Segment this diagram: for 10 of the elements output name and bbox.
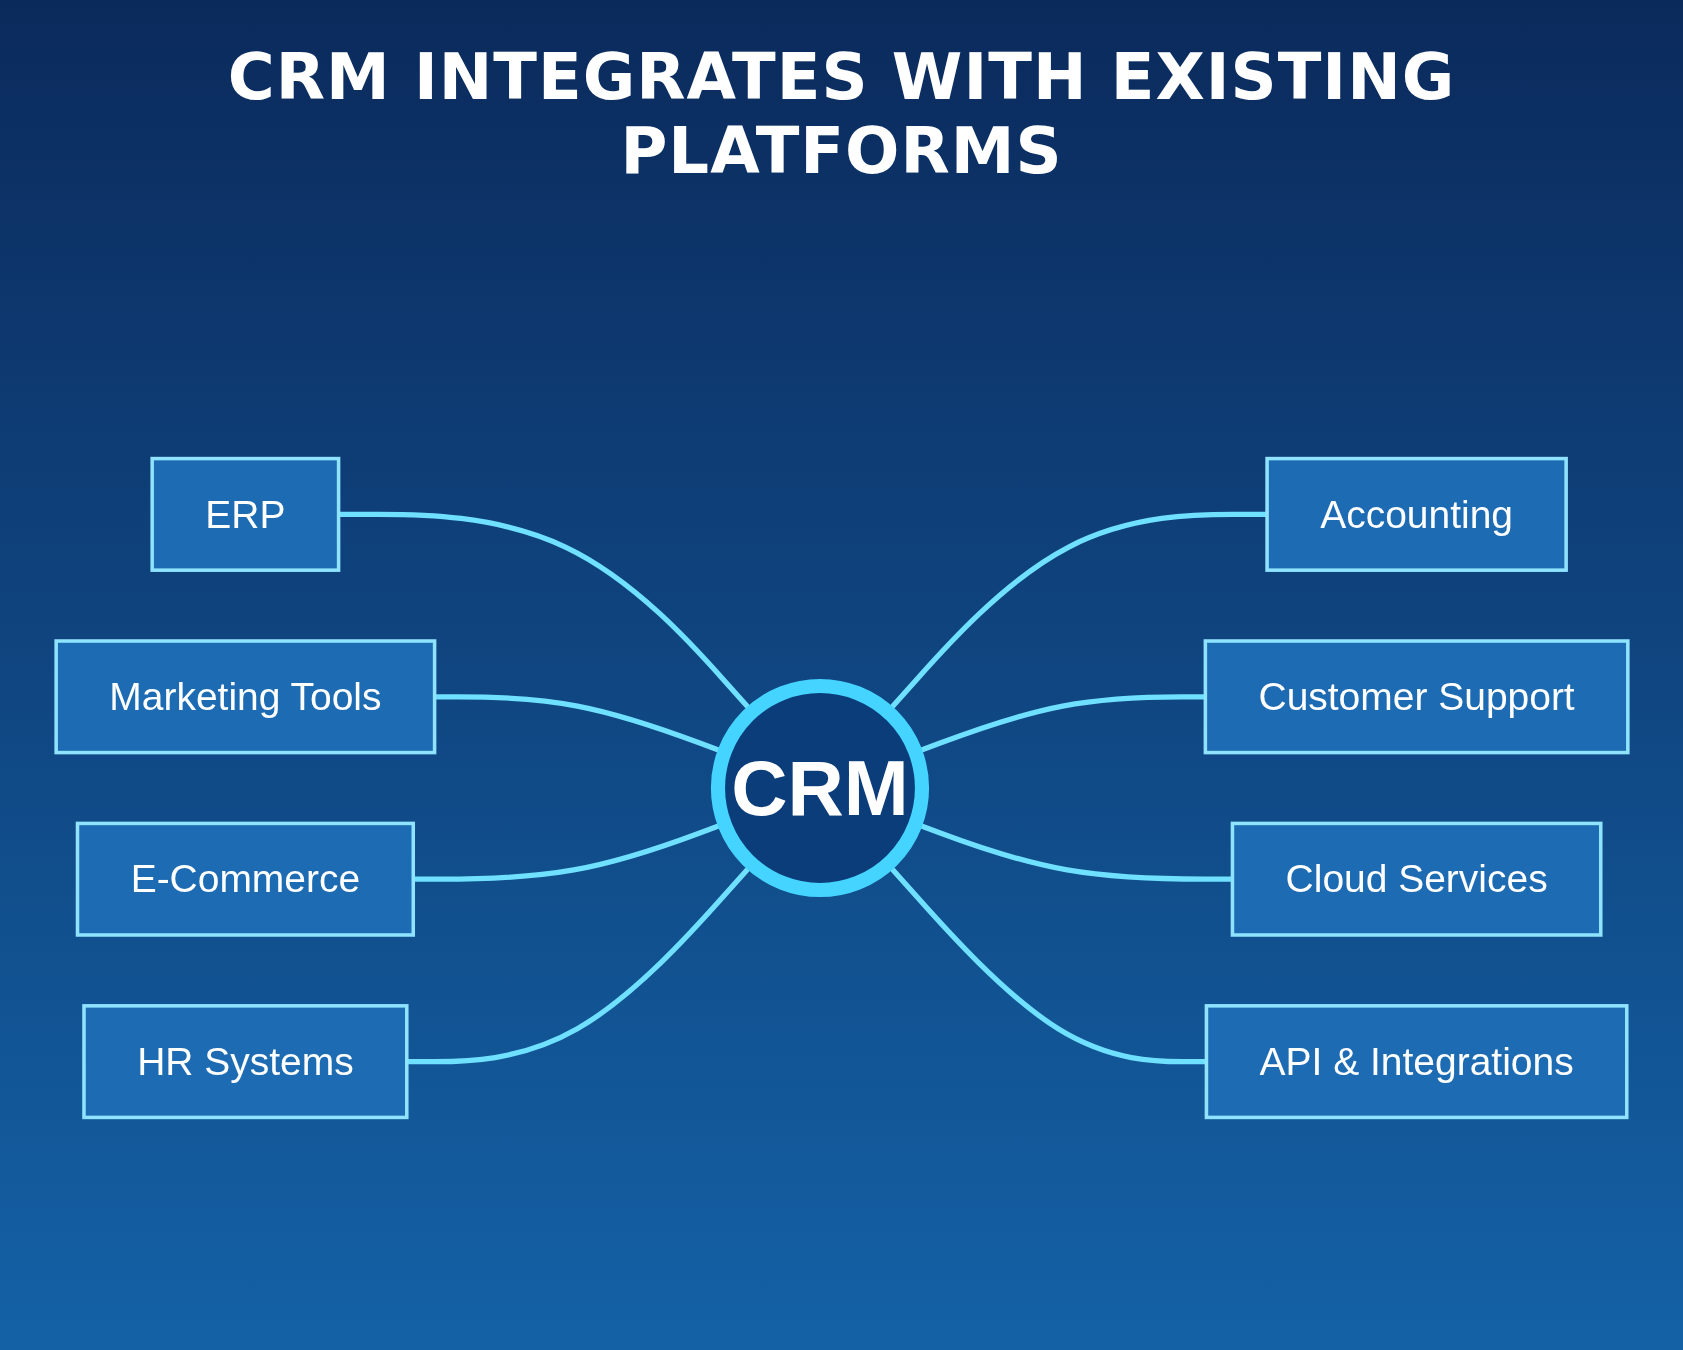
title: CRM INTEGRATES WITH EXISTING PLATFORMS [226, 40, 1457, 188]
node-box: ERP [149, 456, 340, 572]
node-box: Marketing Tools [53, 639, 436, 755]
node-box: E-Commerce [75, 821, 415, 937]
node-box: Accounting [1264, 456, 1568, 572]
node-box: HR Systems [81, 1004, 409, 1120]
node-box: Cloud Services [1230, 821, 1602, 937]
node-circle: CRM [710, 678, 929, 898]
node-box: API & Integrations [1204, 1004, 1629, 1120]
node-box: Customer Support [1203, 639, 1630, 755]
